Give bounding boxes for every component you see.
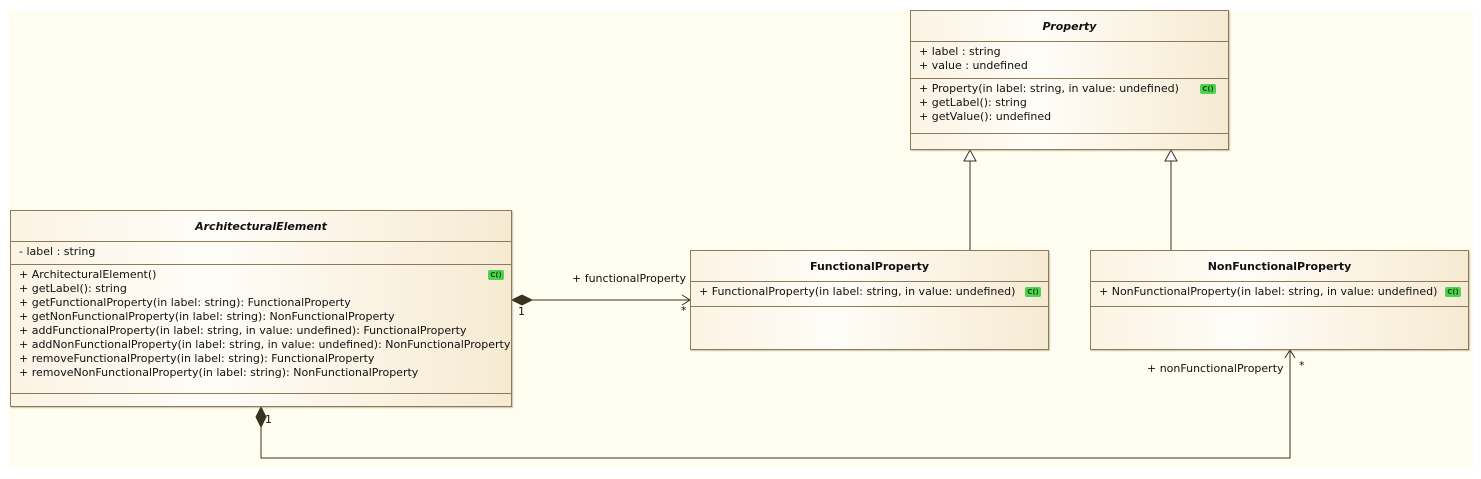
- constructor-icon: C(): [1025, 287, 1041, 297]
- attribute: - label : string: [19, 245, 96, 258]
- operation: + ArchitecturalElement() C(): [19, 268, 504, 282]
- operations-section: + FunctionalProperty(in label: string, i…: [691, 282, 1048, 307]
- operation: + getFunctionalProperty(in label: string…: [19, 296, 351, 309]
- operation: + addFunctionalProperty(in label: string…: [19, 324, 467, 337]
- composition-non-functional: [255, 349, 1296, 459]
- operation: + FunctionalProperty(in label: string, i…: [699, 285, 1041, 299]
- generalization-non-functional: [1164, 148, 1178, 250]
- operation: + getNonFunctionalProperty(in label: str…: [19, 310, 395, 323]
- class-name: Property: [911, 11, 1228, 42]
- constructor-icon: C(): [488, 270, 504, 280]
- operation: + getLabel(): string: [19, 282, 127, 295]
- class-architectural-element[interactable]: ArchitecturalElement - label : string + …: [10, 210, 512, 407]
- multiplicity-target-functional: *: [681, 304, 687, 317]
- operation-text: + FunctionalProperty(in label: string, i…: [699, 285, 1016, 298]
- constructor-icon: C(): [1200, 84, 1216, 94]
- operations-section: + NonFunctionalProperty(in label: string…: [1091, 282, 1468, 307]
- class-name: ArchitecturalElement: [11, 211, 511, 242]
- attribute: + value : undefined: [919, 59, 1028, 72]
- multiplicity-source-functional: 1: [518, 305, 525, 318]
- class-property[interactable]: Property + label : string + value : unde…: [910, 10, 1229, 150]
- class-functional-property[interactable]: FunctionalProperty + FunctionalProperty(…: [690, 250, 1049, 350]
- attributes-section: - label : string: [11, 242, 511, 265]
- class-name: NonFunctionalProperty: [1091, 251, 1468, 282]
- class-name: FunctionalProperty: [691, 251, 1048, 282]
- attribute: + label : string: [919, 45, 1001, 58]
- operation: + removeNonFunctionalProperty(in label: …: [19, 366, 419, 379]
- multiplicity-target-non-functional: *: [1299, 359, 1305, 372]
- role-label-functional: + functionalProperty: [572, 272, 686, 285]
- class-non-functional-property[interactable]: NonFunctionalProperty + NonFunctionalPro…: [1090, 250, 1469, 350]
- operation: + Property(in label: string, in value: u…: [919, 82, 1220, 96]
- operations-section: + Property(in label: string, in value: u…: [911, 79, 1228, 134]
- multiplicity-source-non-functional: 1: [265, 413, 272, 426]
- generalization-functional: [963, 148, 977, 250]
- role-label-non-functional: + nonFunctionalProperty: [1147, 362, 1284, 375]
- operation: + addNonFunctionalProperty(in label: str…: [19, 338, 511, 351]
- operation-text: + NonFunctionalProperty(in label: string…: [1099, 285, 1438, 298]
- operation: + removeFunctionalProperty(in label: str…: [19, 352, 375, 365]
- composition-functional: [510, 294, 691, 306]
- operation: + NonFunctionalProperty(in label: string…: [1099, 285, 1461, 299]
- operation-text: + Property(in label: string, in value: u…: [919, 82, 1179, 95]
- constructor-icon: C(): [1445, 287, 1461, 297]
- operations-section: + ArchitecturalElement() C() + getLabel(…: [11, 265, 511, 394]
- operation-text: + ArchitecturalElement(): [19, 268, 157, 281]
- attributes-section: + label : string + value : undefined: [911, 42, 1228, 79]
- operation: + getLabel(): string: [919, 96, 1027, 109]
- operation: + getValue(): undefined: [919, 110, 1052, 123]
